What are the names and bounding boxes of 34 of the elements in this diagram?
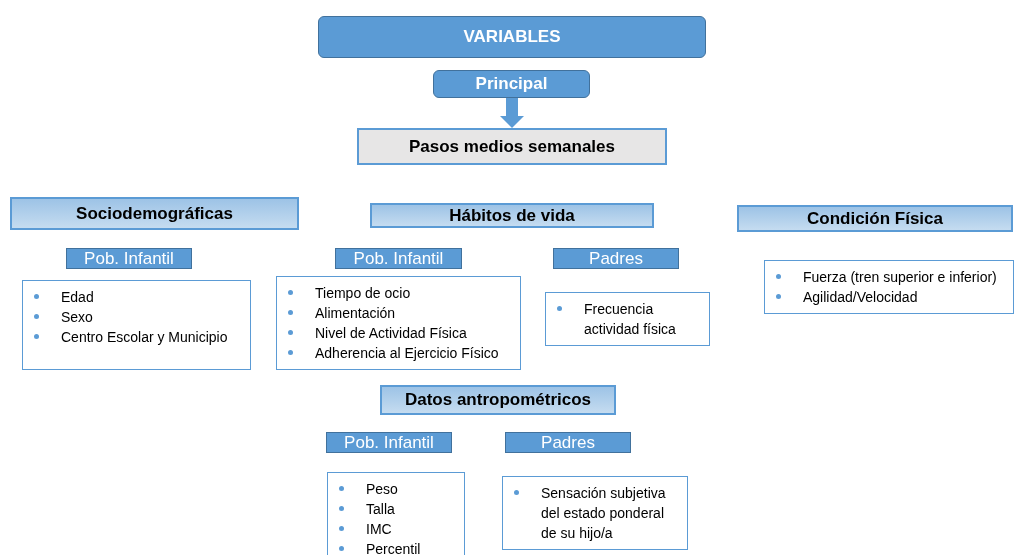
category-box: Hábitos de vida [370,203,654,228]
header-box: VARIABLES [318,16,706,58]
list-item: Tiempo de ocio [315,284,411,303]
list-item: Talla [366,500,395,519]
list-item: Nivel de Actividad Física [315,324,467,343]
list-item: Centro Escolar y Municipio [61,328,228,347]
list-box [764,260,1014,314]
list-item: Sensación subjetiva del estado ponderal de su hijo/a [541,484,667,543]
list-item: Frecuencia actividad física [584,300,677,339]
group-label-box: Padres [505,432,631,453]
list-item: Fuerza (tren superior e inferior) [803,268,997,287]
block-arrow [500,98,524,128]
header-box: Principal [433,70,590,98]
list-item: Agilidad/Velocidad [803,288,918,307]
category-box: Sociodemográficas [10,197,299,230]
list-box [502,476,688,550]
list-box [327,472,465,555]
list-item: Peso [366,480,398,499]
group-label-box: Padres [553,248,679,269]
list-box [276,276,521,370]
list-item: IMC [366,520,392,539]
group-label-box: Pob. Infantil [66,248,192,269]
outcome-box: Pasos medios semanales [357,128,667,165]
category-box: Datos antropométricos [380,385,616,415]
list-item: Edad [61,288,94,307]
list-box [545,292,710,346]
group-label-box: Pob. Infantil [335,248,462,269]
list-item: Sexo [61,308,93,327]
category-box: Condición Física [737,205,1013,232]
list-item: Alimentación [315,304,396,323]
group-label-box: Pob. Infantil [326,432,452,453]
list-box [22,280,251,370]
list-item: Adherencia al Ejercicio Físico [315,344,499,363]
list-item: Percentil [366,540,421,555]
